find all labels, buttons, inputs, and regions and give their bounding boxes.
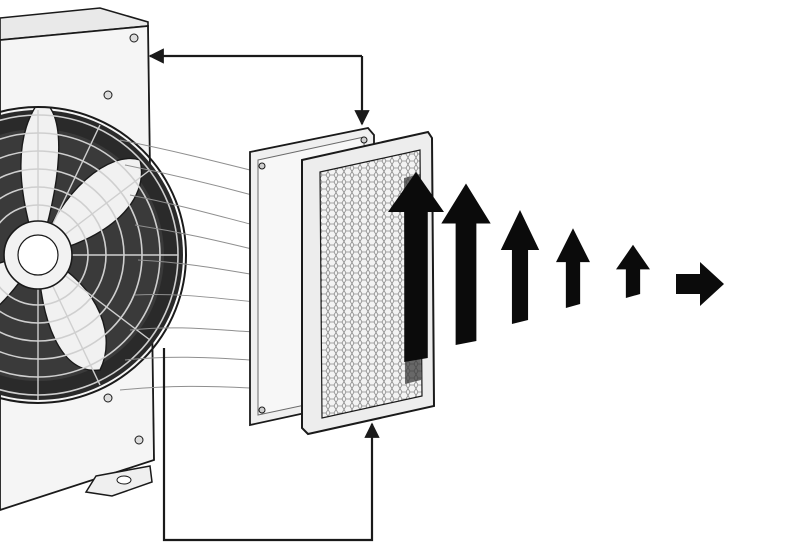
housing-screw — [129, 33, 139, 43]
rightward-flow-arrow — [676, 262, 724, 306]
housing-top-face — [0, 7, 149, 41]
connector-top-loop — [148, 48, 370, 126]
fan — [0, 107, 183, 400]
guard-bolt — [103, 393, 113, 403]
upward-flow-arrow — [500, 210, 540, 324]
guard-bolt — [103, 90, 113, 100]
upward-flow-arrow — [616, 244, 650, 298]
filter-mesh — [319, 149, 423, 419]
airflow-streamlines — [119, 139, 257, 391]
flow-arrows — [388, 172, 724, 362]
upward-flow-arrow — [556, 228, 590, 308]
connector-bottom-loop — [162, 348, 380, 542]
fan-blade — [20, 107, 60, 258]
upward-flow-arrow — [441, 183, 491, 345]
upward-flow-arrow — [388, 172, 444, 362]
housing-screw — [134, 435, 144, 445]
